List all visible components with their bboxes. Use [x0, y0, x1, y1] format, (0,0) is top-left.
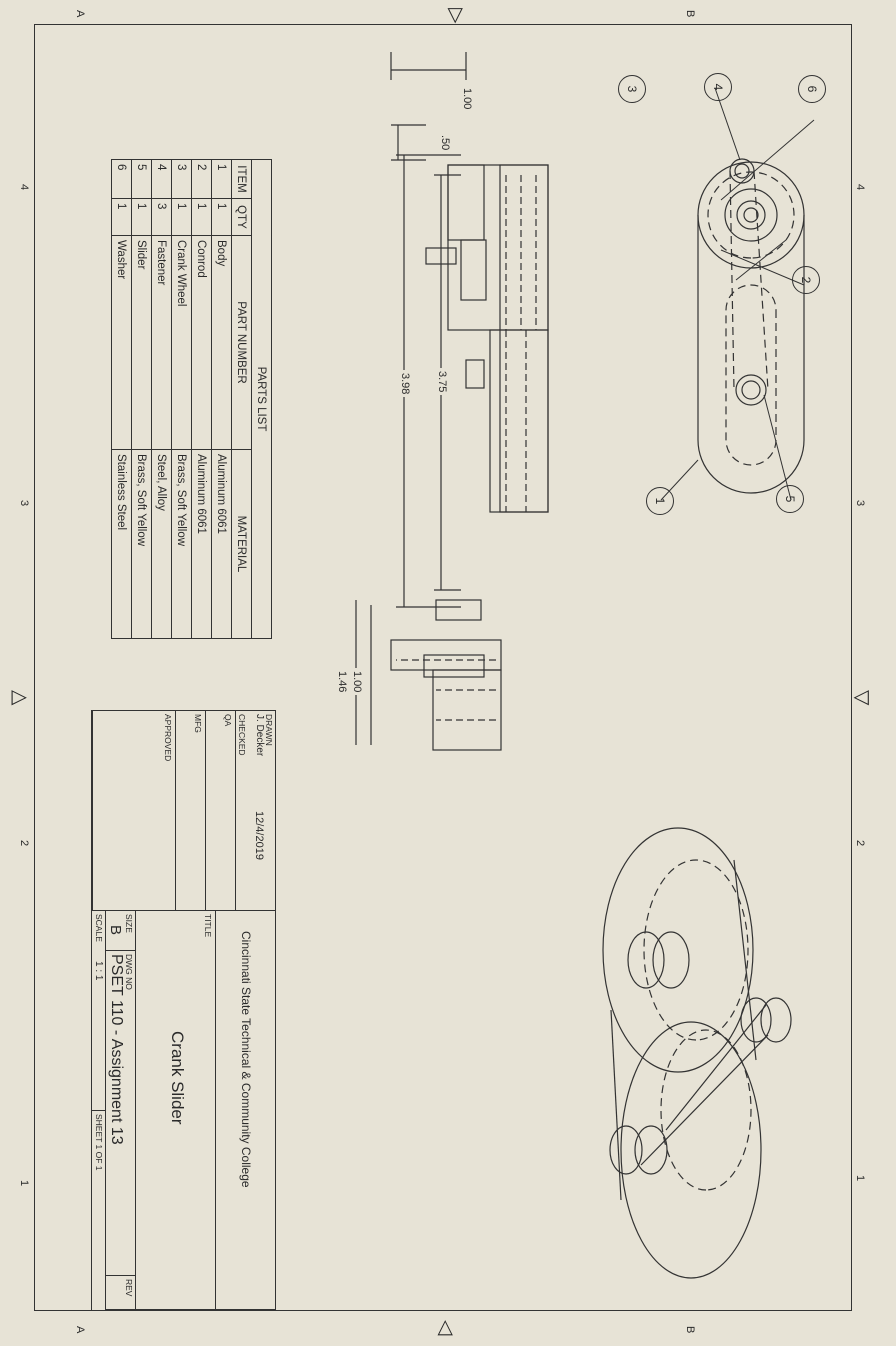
parts-list-table: PARTS LIST ITEM QTY PART NUMBER MATERIAL… — [111, 159, 272, 639]
balloon-5: 5 — [776, 485, 804, 513]
cell: 3 — [151, 198, 172, 236]
mfg-label: MFG — [193, 714, 203, 733]
scale-label: SCALE — [94, 914, 104, 942]
cell: 1 — [111, 198, 132, 236]
dim-front-height: 1.00 — [461, 85, 473, 113]
parts-list-title: PARTS LIST — [251, 159, 272, 639]
title-label: TITLE — [203, 914, 213, 938]
cell: Aluminum 6061 — [191, 449, 212, 639]
header-material: MATERIAL — [231, 449, 252, 639]
drawing-title: Crank Slider — [168, 1031, 187, 1125]
cell: 6 — [111, 159, 132, 199]
sheet-cell: SHEET 1 OF 1 — [92, 1111, 105, 1310]
balloon-4: 4 — [704, 73, 732, 101]
balloon-6: 6 — [798, 75, 826, 103]
cell: Conrod — [191, 235, 212, 450]
cell: 1 — [211, 198, 232, 236]
sheet-label: SHEET 1 OF 1 — [94, 1114, 104, 1171]
drawn-date: 12/4/2019 — [253, 811, 265, 860]
scale-cell: SCALE 1 : 1 — [92, 911, 105, 1111]
cell: Slider — [131, 235, 152, 450]
school-cell: Cincinnati State Technical & Community C… — [215, 911, 275, 1310]
cell: 3 — [171, 159, 192, 199]
dim-front-slot: .50 — [439, 132, 451, 154]
cell: 4 — [151, 159, 172, 199]
checked-label: CHECKED — [237, 714, 247, 756]
cell: Brass, Soft Yellow — [171, 449, 192, 639]
cell: 1 — [171, 198, 192, 236]
cell: Body — [211, 235, 232, 450]
title-block: DRAWN J. Decker 12/4/2019 CHECKED QA MFG… — [91, 710, 276, 1311]
cell: 1 — [211, 159, 232, 199]
size-value: B — [107, 925, 124, 936]
drawn-label: DRAWN — [264, 714, 274, 746]
side-view — [355, 599, 502, 751]
cell: Steel, Alloy — [151, 449, 172, 639]
balloon-3: 3 — [618, 75, 646, 103]
balloon-1: 1 — [646, 487, 674, 515]
drawn-by: J. Decker — [254, 714, 265, 757]
header-qty: QTY — [231, 198, 252, 236]
qa-cell: QA — [205, 711, 235, 911]
balloon-2: 2 — [792, 266, 820, 294]
approved-cell: APPROVED — [92, 711, 175, 911]
size-cell: SIZE B — [105, 911, 135, 951]
cell: Fastener — [151, 235, 172, 450]
dwg-no: PSET 110 - Assignment 13 — [108, 954, 125, 1145]
cell: Crank Wheel — [171, 235, 192, 450]
rev-label: REV — [124, 1279, 134, 1297]
cell: 5 — [131, 159, 152, 199]
cell: Aluminum 6061 — [211, 449, 232, 639]
top-view — [660, 87, 815, 501]
cell: 1 — [131, 198, 152, 236]
title-cell: TITLE Crank Slider — [135, 911, 215, 1310]
scale-value: 1 : 1 — [93, 961, 104, 981]
cell: Washer — [111, 235, 132, 450]
drawn-cell: DRAWN J. Decker 12/4/2019 CHECKED — [235, 711, 275, 911]
dwg-no-cell: DWG NO PSET 110 - Assignment 13 — [105, 951, 135, 1276]
approved-label: APPROVED — [163, 714, 173, 762]
mfg-cell: MFG — [175, 711, 205, 911]
dim-front-len-inner: 3.75 — [436, 368, 448, 396]
school-name: Cincinnati State Technical & Community C… — [239, 931, 253, 1188]
cell: Stainless Steel — [111, 449, 132, 639]
size-label: SIZE — [124, 914, 134, 933]
header-part-number: PART NUMBER — [231, 235, 252, 450]
cell: 2 — [191, 159, 212, 199]
dim-side-inner: 1.00 — [351, 668, 363, 696]
front-view — [390, 52, 549, 608]
dim-front-len-outer: 3.98 — [399, 370, 411, 398]
isometric-view — [602, 827, 792, 1279]
rev-cell: REV — [105, 1276, 135, 1310]
cell: Brass, Soft Yellow — [131, 449, 152, 639]
dwg-no-label: DWG NO — [124, 954, 134, 990]
cell: 1 — [191, 198, 212, 236]
qa-label: QA — [223, 714, 233, 727]
dim-side-outer: 1.46 — [336, 668, 348, 696]
header-item: ITEM — [231, 159, 252, 199]
